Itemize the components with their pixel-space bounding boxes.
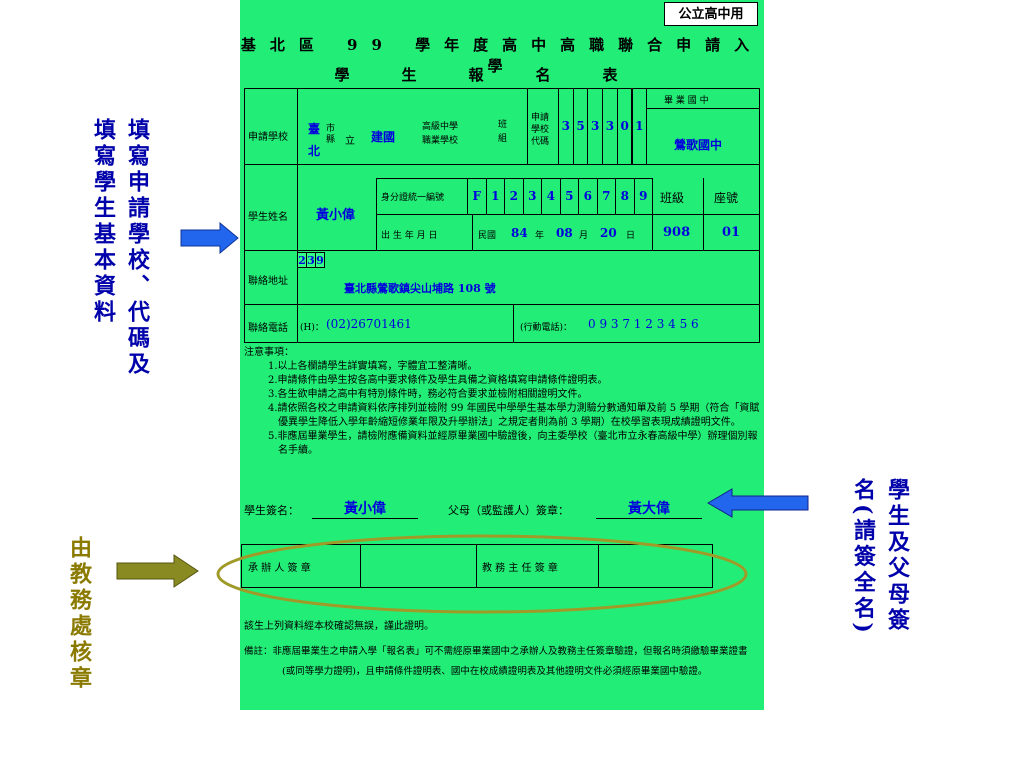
birth-month-value: 08 — [556, 226, 573, 240]
minguo-label: 民國 — [478, 231, 497, 241]
student-signature-label: 學生簽名： — [244, 504, 299, 517]
right-arrow-blue-icon — [180, 222, 239, 254]
city-county-option: 市 縣 — [326, 124, 336, 145]
handler-seal-label: 承 辦 人 簽 章 — [248, 563, 311, 574]
class-value: 908 — [663, 225, 691, 240]
notes-title: 注意事項： — [244, 347, 294, 358]
note-item: 3.各生欲申請之高中有特別條件時，務必符合要求並檢附相關證明文件。 — [268, 389, 588, 400]
note-item: 2.申請條件由學生按各高中要求條件及學生具備之資格填寫申請條件證明表。 — [268, 375, 608, 386]
parent-signature-value: 黃大偉 — [596, 498, 702, 519]
id-box: 4 — [541, 178, 561, 215]
county-char-top: 臺 — [308, 122, 321, 136]
grad-school-value: 鶯歌國中 — [674, 138, 723, 152]
year-label: 年 — [535, 231, 545, 241]
left-arrow-blue-icon — [707, 488, 809, 518]
id-box: 8 — [615, 178, 635, 215]
id-box: 3 — [522, 178, 542, 215]
id-box: 9 — [633, 178, 653, 215]
class-group-label: 班 組 — [498, 120, 508, 144]
school-label: 申請學校 — [248, 132, 288, 143]
id-box: 5 — [559, 178, 579, 215]
code-box: 5 — [572, 88, 589, 164]
form-title-line2: 學生報名表 — [334, 66, 670, 84]
code-box: 0 — [616, 88, 633, 164]
student-signature-value: 黃小偉 — [312, 498, 418, 519]
id-box: 7 — [596, 178, 616, 215]
class-label: 班級 — [660, 191, 685, 205]
student-name-value: 黃小偉 — [316, 208, 356, 223]
note-item: 4.請依照各校之申請資料依序排列並檢附 99 年國民中學學生基本學力測驗分數通知… — [268, 403, 760, 428]
mobile-value: 0 9 3 7 1 2 3 4 5 6 — [588, 317, 699, 331]
seat-label: 座號 — [714, 191, 739, 205]
annotation-fill-basic-info: 填寫申請學校、代碼及填寫學生基本資料 — [90, 118, 150, 378]
school-code-label: 申請 學校 代碼 — [531, 113, 550, 147]
grad-school-label: 畢 業 國 中 — [664, 96, 709, 106]
notes-list: 1.以上各欄請學生詳實填寫，字體宜工整清晰。 2.申請條件由學生按各高中要求條件及… — [268, 360, 762, 458]
month-label: 月 — [579, 231, 589, 241]
code-box: 1 — [631, 88, 648, 164]
form-title-line1: 基北區 99 學年度高中高職聯合申請入學 — [240, 36, 764, 75]
day-label: 日 — [626, 231, 636, 241]
phone-label: 聯絡電話 — [248, 323, 288, 334]
li-char: 立 — [345, 136, 355, 147]
confirm-text: 該生上列資料經本校確認無誤，謹此證明。 — [244, 621, 434, 632]
annotation-signature: 學生及父母簽名(請簽全名) — [850, 478, 910, 637]
code-box: 3 — [558, 88, 574, 164]
public-school-tag: 公立高中用 — [664, 2, 758, 26]
address-value: 臺北縣鶯歌鎮尖山埔路 108 號 — [344, 282, 496, 295]
id-box: F — [467, 178, 487, 215]
student-name-label: 學生姓名 — [248, 212, 288, 223]
mobile-prefix: (行動電話)： — [520, 323, 573, 333]
id-box: 1 — [485, 178, 505, 215]
approval-highlight-ellipse — [216, 534, 748, 614]
code-box: 3 — [602, 88, 618, 164]
address-label: 聯絡地址 — [248, 276, 288, 287]
home-phone-prefix: (H)： — [300, 323, 324, 333]
zip-box: 9 — [315, 252, 325, 268]
annotation-academic-office-seal: 由教務處核章 — [66, 536, 92, 692]
code-box: 3 — [587, 88, 604, 164]
application-form — [240, 0, 764, 710]
id-box: 6 — [578, 178, 598, 215]
home-phone-value: (02)26701461 — [326, 317, 412, 331]
birth-year-value: 84 — [511, 226, 528, 240]
school-type-option: 高級中學 職業學校 — [422, 122, 459, 146]
right-arrow-olive-icon — [116, 554, 199, 588]
remark-text: 備註：非應屆畢業生之申請入學「報名表」可不需經原畢業國中之承辦人及教務主任簽章驗… — [244, 646, 748, 677]
parent-signature-label: 父母（或監護人）簽章： — [448, 504, 569, 517]
id-box: 2 — [504, 178, 524, 215]
note-item: 1.以上各欄請學生詳實填寫，字體宜工整清晰。 — [268, 361, 478, 372]
id-number-label: 身分證統一編號 — [381, 193, 445, 203]
birth-day-value: 20 — [600, 226, 617, 240]
note-item: 5.非應屆畢業學生，請檢附應備資料並經原畢業國中驗證後，向主委學校（臺北市立永春… — [268, 431, 758, 456]
seat-value: 01 — [722, 225, 741, 240]
director-seal-label: 教 務 主 任 簽 章 — [482, 563, 558, 574]
county-char-bottom: 北 — [308, 144, 321, 158]
birth-label: 出 生 年 月 日 — [381, 231, 438, 241]
school-name-value: 建國 — [371, 130, 396, 144]
